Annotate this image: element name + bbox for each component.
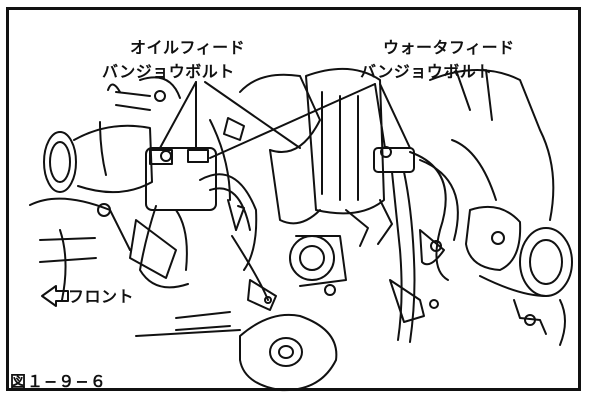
oil-feed-label-line1: オイルフィード	[130, 38, 246, 57]
front-label: フロント	[68, 287, 135, 306]
water-leader-lines	[209, 83, 411, 159]
oil-feed-label-line2: バンジョウボルト	[102, 62, 235, 81]
right-housing	[429, 69, 573, 346]
figure-number: 図１−９−６	[10, 372, 107, 391]
front-arrow-icon	[41, 285, 69, 307]
water-feed-label-line1: ウォータフィード	[383, 38, 515, 57]
oil-feed-banjo-assembly	[129, 147, 277, 311]
left-housing	[29, 76, 245, 301]
water-feed-label-line2: バンジョウボルト	[360, 62, 493, 81]
oil-leader-lines	[159, 81, 301, 151]
water-feed-banjo-assembly	[305, 67, 459, 343]
center-manifold	[135, 73, 347, 392]
